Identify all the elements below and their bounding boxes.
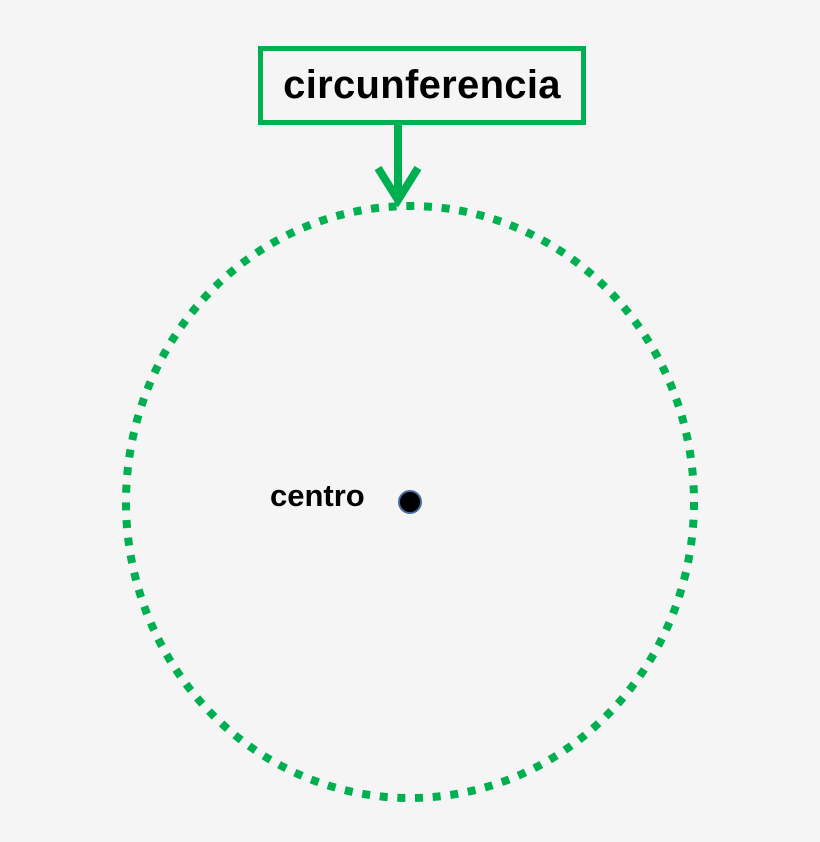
arrow-down-icon	[374, 125, 422, 208]
center-label: centro	[270, 478, 365, 513]
title-label: circunferencia	[283, 63, 561, 107]
title-box: circunferencia	[258, 46, 586, 125]
circumference-circle	[122, 202, 698, 802]
center-dot	[398, 490, 422, 514]
